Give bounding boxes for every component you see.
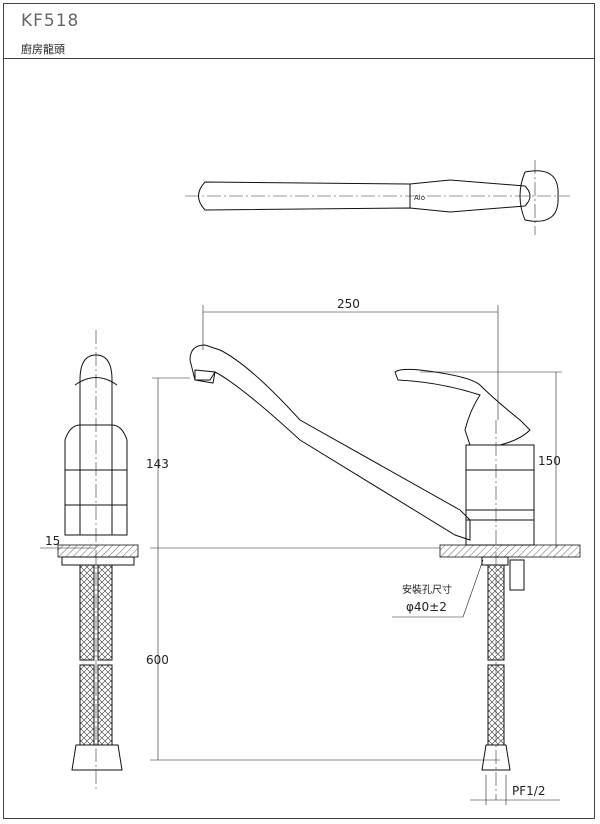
top-view: Alo [185,160,570,235]
model-number: KF518 [21,11,80,31]
product-name: 廚房龍頭 [21,43,65,56]
front-view [57,330,139,790]
thread-size: PF1/2 [512,784,545,798]
dim-side-offset: 15 [45,534,60,548]
hole-label: 安裝孔尺寸 [402,583,452,596]
hole-size: φ40±2 [406,600,447,614]
dim-total-height: 150 [538,454,561,468]
title-block: KF518 廚房龍頭 [3,3,595,59]
countertop [439,544,581,558]
dim-spout-reach: 250 [337,297,360,311]
dim-spout-height: 143 [146,457,169,471]
dim-hose-length: 600 [146,653,169,667]
drawing-frame [3,3,595,819]
brand-mark: Alo [414,194,425,202]
side-view [189,344,581,800]
dimensions: 250 143 150 15 600 安裝孔尺寸 φ40±2 PF1/2 [40,297,562,805]
